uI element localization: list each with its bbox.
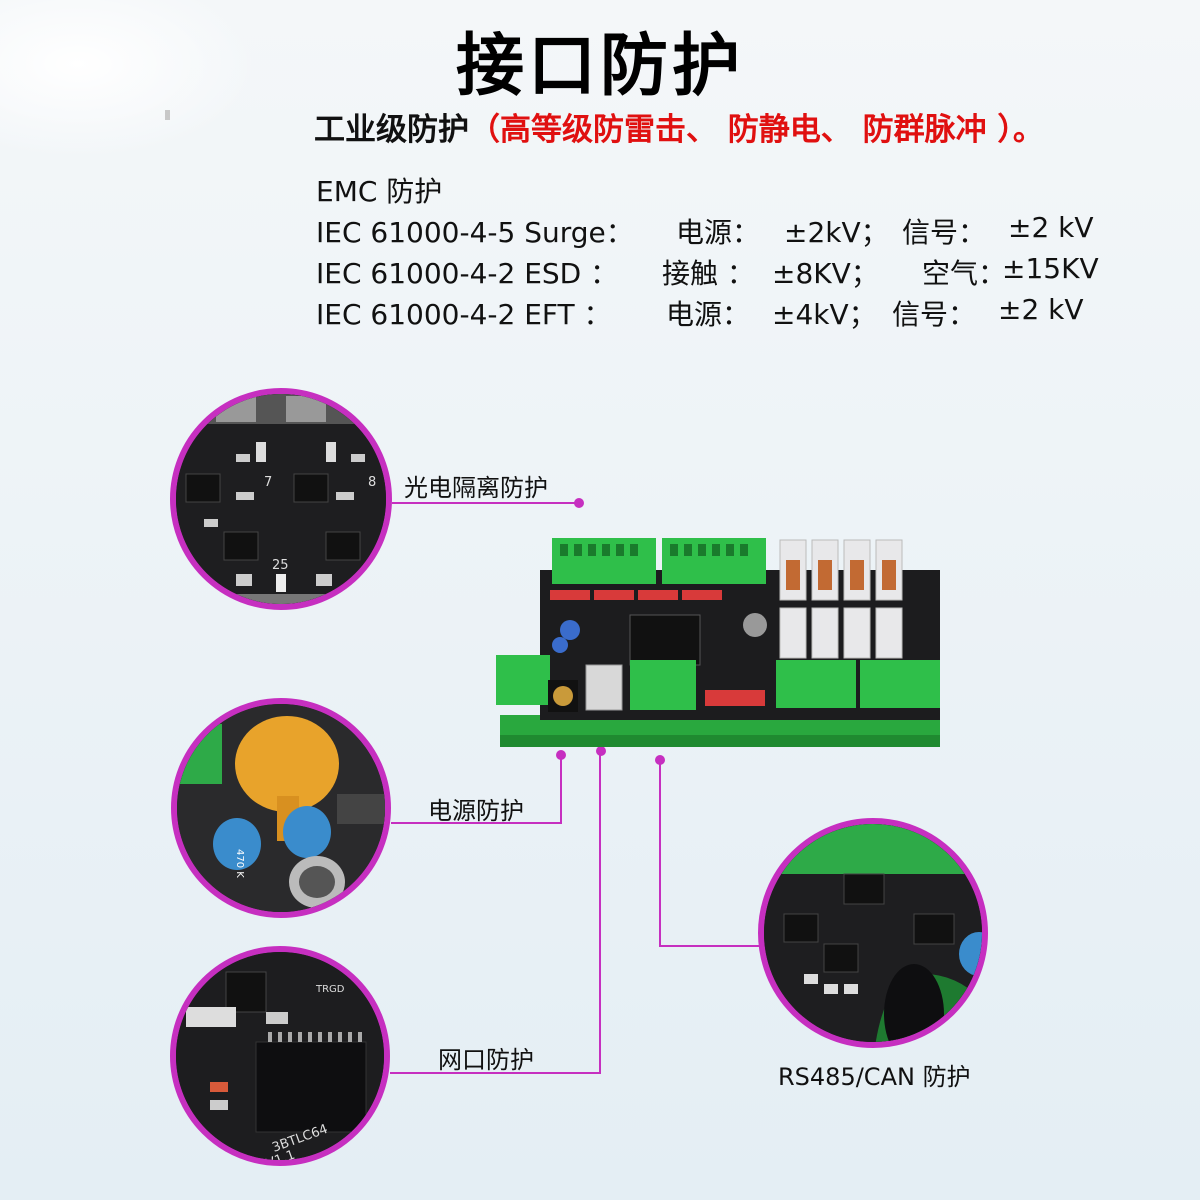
subtitle-protections: （高等级防雷击、 防静电、 防群脉冲 ）。 — [469, 112, 1044, 148]
spec-label2: 空气： — [922, 257, 1007, 290]
pcb-label-7: 7 — [264, 475, 272, 490]
relay-bank — [779, 539, 903, 659]
callout-optical: 光电隔离防护 — [404, 474, 548, 502]
terminal-block-top — [552, 538, 766, 584]
rs485-protection-closeup — [758, 818, 988, 1048]
callout-rs485: RS485/CAN 防护 — [778, 1063, 971, 1091]
mcu-chip — [629, 614, 701, 666]
spec-label1: 电源： — [666, 298, 751, 331]
callout-line — [599, 754, 601, 1074]
spec-standard: IEC 61000-4-2 ESD ： — [316, 257, 619, 290]
spec-standard: IEC 61000-4-2 EFT ： — [316, 298, 612, 331]
power-protection-closeup: 470 K — [171, 698, 391, 918]
spec-value1: ±8KV； — [772, 257, 879, 290]
ethernet-port — [585, 664, 623, 711]
callout-line — [659, 945, 761, 947]
spec-standard: IEC 61000-4-5 Surge： — [316, 216, 634, 249]
optical-isolation-closeup: 7 8 25 — [170, 388, 392, 610]
spec-label2: 信号： — [902, 216, 987, 249]
spec-label2: 信号： — [892, 298, 977, 331]
spec-value2: ±2 kV — [1008, 211, 1094, 244]
callout-dot — [655, 755, 665, 765]
power-closeup-image: 470 K — [177, 704, 385, 912]
callout-network: 网口防护 — [438, 1046, 534, 1074]
subtitle-lead: 工业级防护 — [314, 112, 469, 148]
spec-row: IEC 61000-4-2 ESD ： 接触 ： ±8KV； 空气： ±15KV — [316, 252, 1116, 290]
callout-line — [560, 757, 562, 824]
callout-line — [659, 760, 661, 946]
spec-row: IEC 61000-4-2 EFT ： 电源： ±4kV； 信号： ±2 kV — [316, 293, 1116, 331]
callout-power: 电源防护 — [428, 797, 524, 825]
background-highlight — [0, 0, 260, 160]
artifact-mark — [165, 110, 170, 120]
spec-label1: 电源： — [676, 216, 761, 249]
rs485-closeup-image — [764, 824, 982, 1042]
callout-line — [390, 1072, 600, 1074]
spec-label1: 接触 ： — [662, 257, 755, 290]
callout-line — [392, 502, 578, 504]
callout-line — [391, 822, 561, 824]
subtitle: 工业级防护（高等级防雷击、 防静电、 防群脉冲 ）。 — [314, 104, 1044, 149]
callout-dot — [574, 498, 584, 508]
spec-value1: ±4kV； — [772, 298, 877, 331]
spec-value2: ±2 kV — [998, 293, 1084, 326]
chip-trig-label: TRGD — [315, 984, 345, 995]
callout-dot — [556, 750, 566, 760]
emc-title: EMC 防护 — [316, 175, 443, 208]
spec-value1: ±2kV； — [784, 216, 889, 249]
pcb-label-25: 25 — [272, 558, 289, 573]
spec-value2: ±15KV — [1002, 252, 1099, 285]
callout-dot — [596, 746, 606, 756]
varistor-label: 470 K — [234, 849, 245, 878]
terminal-block-left — [496, 655, 550, 705]
page-title: 接口防护 — [455, 27, 744, 106]
spec-row: IEC 61000-4-5 Surge： 电源： ±2kV； 信号： ±2 kV — [316, 211, 1116, 249]
network-closeup-image: TRGD 3BTLC64 V1.1 — [176, 952, 384, 1160]
optical-closeup-image: 7 8 25 — [176, 394, 386, 604]
terminal-block-bottom — [630, 660, 940, 710]
plc-board-image — [496, 538, 940, 747]
network-protection-closeup: TRGD 3BTLC64 V1.1 — [170, 946, 390, 1166]
pcb-label-8: 8 — [368, 475, 376, 490]
